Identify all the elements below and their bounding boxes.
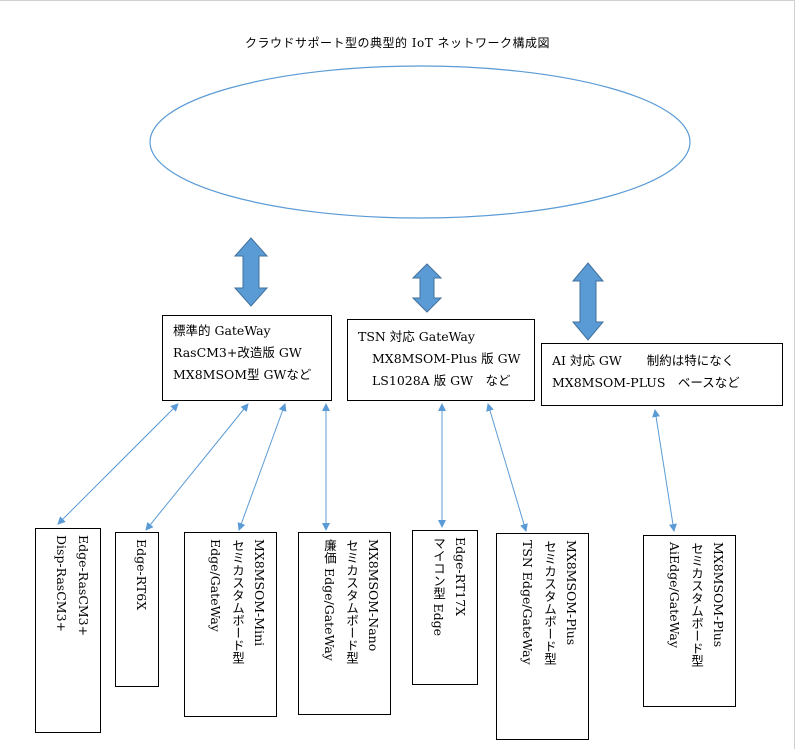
diagram-title: クラウドサポート型の典型的 IoT ネットワーク構成図 [244,36,551,50]
link-gw1-edge3 [237,403,287,531]
cloud-gw2-double-arrow [411,263,443,313]
edge-line: マイコン型 Edge [431,537,446,636]
gateway-box-standard: 標準的 GateWay RasCM3+改造版 GW MX8MSOM型 GWなど [162,315,332,401]
edge-line: MX8MSOM-Plus [564,540,579,646]
edge-box-rt6x: Edge-RT6X [115,532,159,687]
edge-line: AiEdge/GateWay [667,542,682,648]
cloud-gw3-double-arrow [571,262,605,341]
edge-line: Edge-RT6X [134,539,149,611]
edge-box-mx8msom-mini: MX8MSOM-Mini セミカスタムボード型 Edge/GateWay [184,532,277,717]
edge-box-mx8msom-plus-tsn: MX8MSOM-Plus セミカスタムボード型 TSN Edge/GateWay [496,533,589,740]
edge-line: セミカスタムボード型 [230,539,245,664]
link-gw1-edge1 [57,403,179,525]
gateway-line: MX8MSOM-PLUS ベースなど [552,375,740,390]
page-border [0,0,795,1]
edge-line: MX8MSOM-Plus [711,542,726,648]
edge-line: Edge/GateWay [208,539,223,632]
edge-line: 廉価 Edge/GateWay [322,539,337,661]
edge-line: セミカスタムボード型 [542,540,557,665]
edge-line: MX8MSOM-Mini [252,539,267,647]
gateway-line: LS1028A 版 GW など [372,373,511,388]
gateway-box-tsn: TSN 対応 GateWay MX8MSOM-Plus 版 GW LS1028A… [347,319,535,401]
edge-line: TSN Edge/GateWay [520,540,535,665]
gateway-line: 標準的 GateWay [173,323,271,338]
gateway-line: MX8MSOM-Plus 版 GW [372,351,521,366]
edge-box-mx8msom-plus-ai: MX8MSOM-Plus セミカスタムボード型 AiEdge/GateWay [643,535,736,707]
link-gw1-edge2 [145,403,249,531]
gateway-line: TSN 対応 GateWay [358,329,475,344]
edge-line: Edge-RasCM3+ [76,535,91,637]
edge-box-rascm3: Edge-RasCM3+ Disp-RasCM3+ [35,528,101,733]
edge-line: セミカスタムボード型 [344,539,359,664]
gateway-line: RasCM3+改造版 GW [173,345,302,360]
edge-line: Edge-RT17X [453,537,468,617]
gateway-line: AI 対応 GW 制約は特になく [552,353,735,368]
cloud-gw1-double-arrow [233,237,269,307]
gateway-line: MX8MSOM型 GWなど [173,367,312,382]
edge-line: MX8MSOM-Nano [366,539,381,652]
edge-line: Disp-RasCM3+ [54,535,69,633]
cloud-ellipse [149,65,691,219]
gateway-box-ai: AI 対応 GW 制約は特になく MX8MSOM-PLUS ベースなど [541,343,783,406]
edge-box-mx8msom-nano: MX8MSOM-Nano セミカスタムボード型 廉価 Edge/GateWay [298,532,391,715]
edge-line: セミカスタムボード型 [689,542,704,667]
link-gw2-edge6 [486,403,528,532]
edge-box-rt17x: Edge-RT17X マイコン型 Edge [412,530,478,685]
link-gw3-edge7 [652,409,677,532]
